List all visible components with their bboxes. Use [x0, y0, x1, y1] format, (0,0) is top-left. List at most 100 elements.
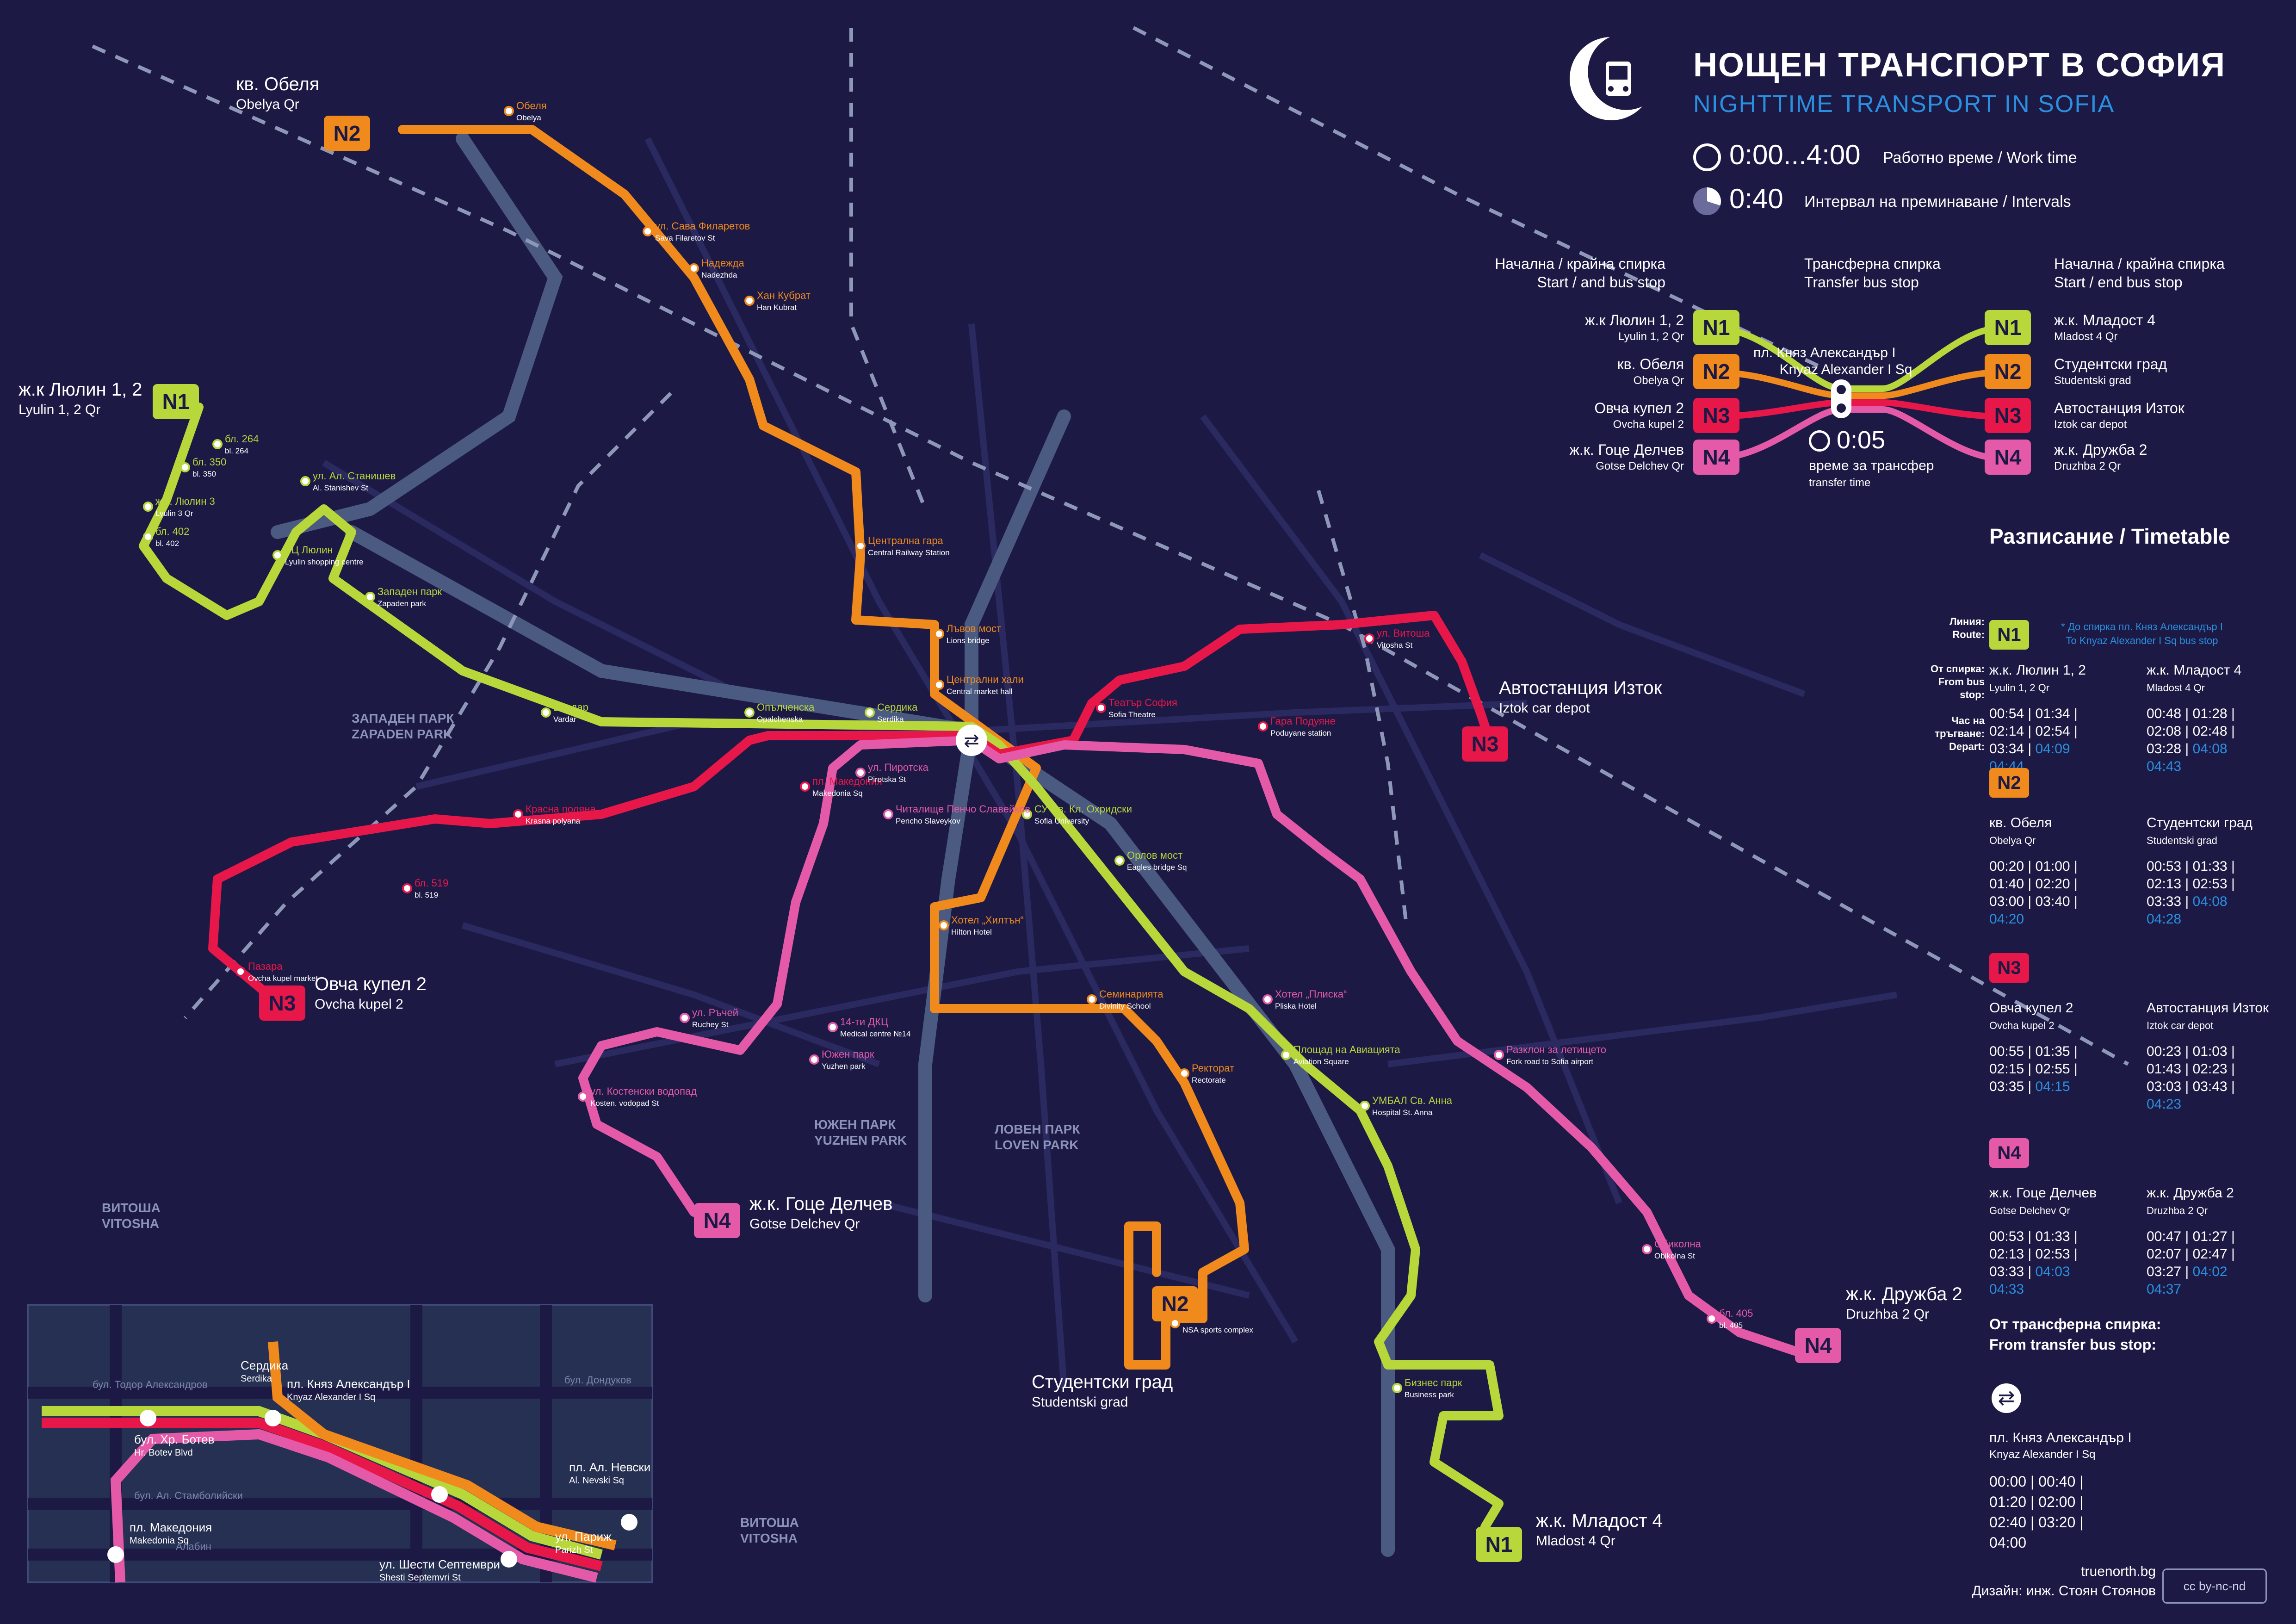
- legend-transfer-en: Transfer bus stop: [1804, 274, 1919, 291]
- terminus-name-en: Ovcha kupel 2: [315, 997, 403, 1012]
- inset-stop-bg: ул. Шести Септември: [379, 1557, 500, 1571]
- terminus-name-bg: кв. Обеля: [236, 74, 319, 94]
- stop-label-bg: Опълченска: [757, 701, 815, 713]
- stop-label-en: Obikolna St: [1654, 1252, 1695, 1260]
- stop-dot: [143, 502, 153, 512]
- stop-dot: [934, 629, 944, 639]
- stop-dot: [180, 462, 190, 472]
- inset-stop-bg: Сердика: [241, 1358, 289, 1372]
- stop-n4: Хотел „Плиска“Pliska Hotel: [1262, 988, 1347, 1010]
- stop-label-bg: Театър София: [1108, 697, 1177, 708]
- inset-street-todor: бул. Тодор Александров: [93, 1379, 208, 1390]
- stop-label-en: Obelya: [516, 113, 541, 122]
- stop-dot: [1364, 633, 1374, 644]
- work-time-value: 0:00...4:00: [1729, 139, 1861, 170]
- stop-label-bg: Читалище Пенчо Славейков: [896, 803, 1030, 815]
- header: НОЩЕН ТРАНСПОРТ В СОФИЯ NIGHTTIME TRANSP…: [1554, 28, 2276, 120]
- terminus-badge: [1462, 726, 1508, 762]
- inset-stop-bg: бул. Хр. Ботев: [134, 1432, 214, 1446]
- stop-label-bg: Орлов мост: [1127, 849, 1182, 861]
- timetable-stop-bg: ж.к. Люлин 1, 2: [1989, 663, 2086, 678]
- stop-dot: [855, 768, 866, 778]
- timetable-stop-en: Lyulin 1, 2 Qr: [1989, 682, 2050, 694]
- stop-label-en: Divinity School: [1099, 1002, 1151, 1010]
- inset-stop-en: Serdika: [241, 1374, 272, 1384]
- timetable-times-row: 00:48 | 01:28 |: [2147, 706, 2235, 721]
- stop-label-en: Al. Stanishev St: [313, 483, 368, 492]
- stop-label-bg: ул. Костенски водопад: [590, 1085, 697, 1097]
- timetable-times-row: 00:20 | 01:00 |: [1989, 859, 2078, 874]
- timetable-title: Разписание / Timetable: [1989, 524, 2230, 548]
- stop-label-en: bl. 264: [225, 446, 248, 455]
- stop-label-bg: Централна гара: [868, 535, 944, 546]
- timetable-stop-en: Druzhba 2 Qr: [2147, 1205, 2208, 1216]
- timetable-times-row: 02:13 | 02:53 |: [2147, 876, 2235, 892]
- stop-dot: [865, 707, 875, 718]
- stopwatch-icon: [1809, 430, 1830, 452]
- stop-label-en: Yuzhen park: [822, 1062, 866, 1071]
- footer-site[interactable]: truenorth.bg: [2081, 1564, 2156, 1579]
- stop-label-en: Lyulin 3 Qr: [155, 509, 193, 518]
- timetable-badge: N1: [1989, 620, 2029, 650]
- transfer-times-row: 02:40 | 03:20 |: [1989, 1514, 2084, 1531]
- inset-stop-bg: пл. Княз Александър I: [287, 1377, 410, 1391]
- stop-dot: [800, 781, 810, 792]
- legend-transfer-bg: Трансферна спирка: [1804, 255, 1941, 272]
- timetable-times-row: 02:13 | 02:53 |: [1989, 1246, 2078, 1262]
- legend-end-en: Start / end bus stop: [2054, 274, 2183, 291]
- stop-label-bg: Семинарията: [1099, 988, 1163, 1000]
- terminus-badge: [259, 986, 305, 1021]
- stop-label-bg: бл. 350: [192, 456, 226, 468]
- timetable-transfer-title: От трансферна спирка: From transfer bus …: [1989, 1314, 2161, 1355]
- stop-label-en: Nadezhda: [701, 271, 737, 279]
- legend-start-bg: Начална / крайна спирка: [1495, 255, 1665, 272]
- stop-label-en: Central Railway Station: [868, 548, 950, 557]
- legend-badge-left-n4: N4: [1693, 440, 1739, 475]
- timetable-transfer-stop-bg: пл. Княз Александър I: [1989, 1430, 2132, 1445]
- stop-label-en: Poduyane station: [1270, 729, 1331, 738]
- stop-label-bg: Южен парк: [822, 1048, 874, 1060]
- stop-label-en: bl. 405: [1719, 1321, 1743, 1330]
- stop-n2: Хотел „Хилтън“Hilton Hotel: [939, 914, 1024, 936]
- legend-transfer-time-bg: време за трансфер: [1809, 458, 1934, 473]
- stop-dot: [643, 226, 653, 236]
- terminus-badge-label: N2: [334, 121, 361, 145]
- stop-label-en: Makedonia Sq: [812, 789, 863, 798]
- timetable-times-row: 02:14 | 02:54 |: [1989, 724, 2078, 739]
- stop-dot: [1494, 1050, 1504, 1060]
- timetable-times-row: 00:47 | 01:27 |: [2147, 1229, 2235, 1244]
- stop-label-bg: УМБАЛ Св. Анна: [1372, 1095, 1453, 1106]
- timetable-stop-bg: Студентски град: [2147, 815, 2253, 831]
- timetable-stop-en: Mladost 4 Qr: [2147, 682, 2205, 694]
- transfer-icon: ⇄: [1992, 1383, 2021, 1413]
- legend-transfer-stop-en: Knyaz Alexander I Sq: [1779, 362, 1912, 377]
- terminus-name-en: Mladost 4 Qr: [1536, 1533, 1615, 1549]
- stop-label-bg: Западен парк: [378, 586, 442, 597]
- stop-dot: [855, 541, 866, 551]
- inset-stop-en: Parizh St: [555, 1545, 593, 1555]
- stop-label-en: Zapaden park: [378, 599, 426, 608]
